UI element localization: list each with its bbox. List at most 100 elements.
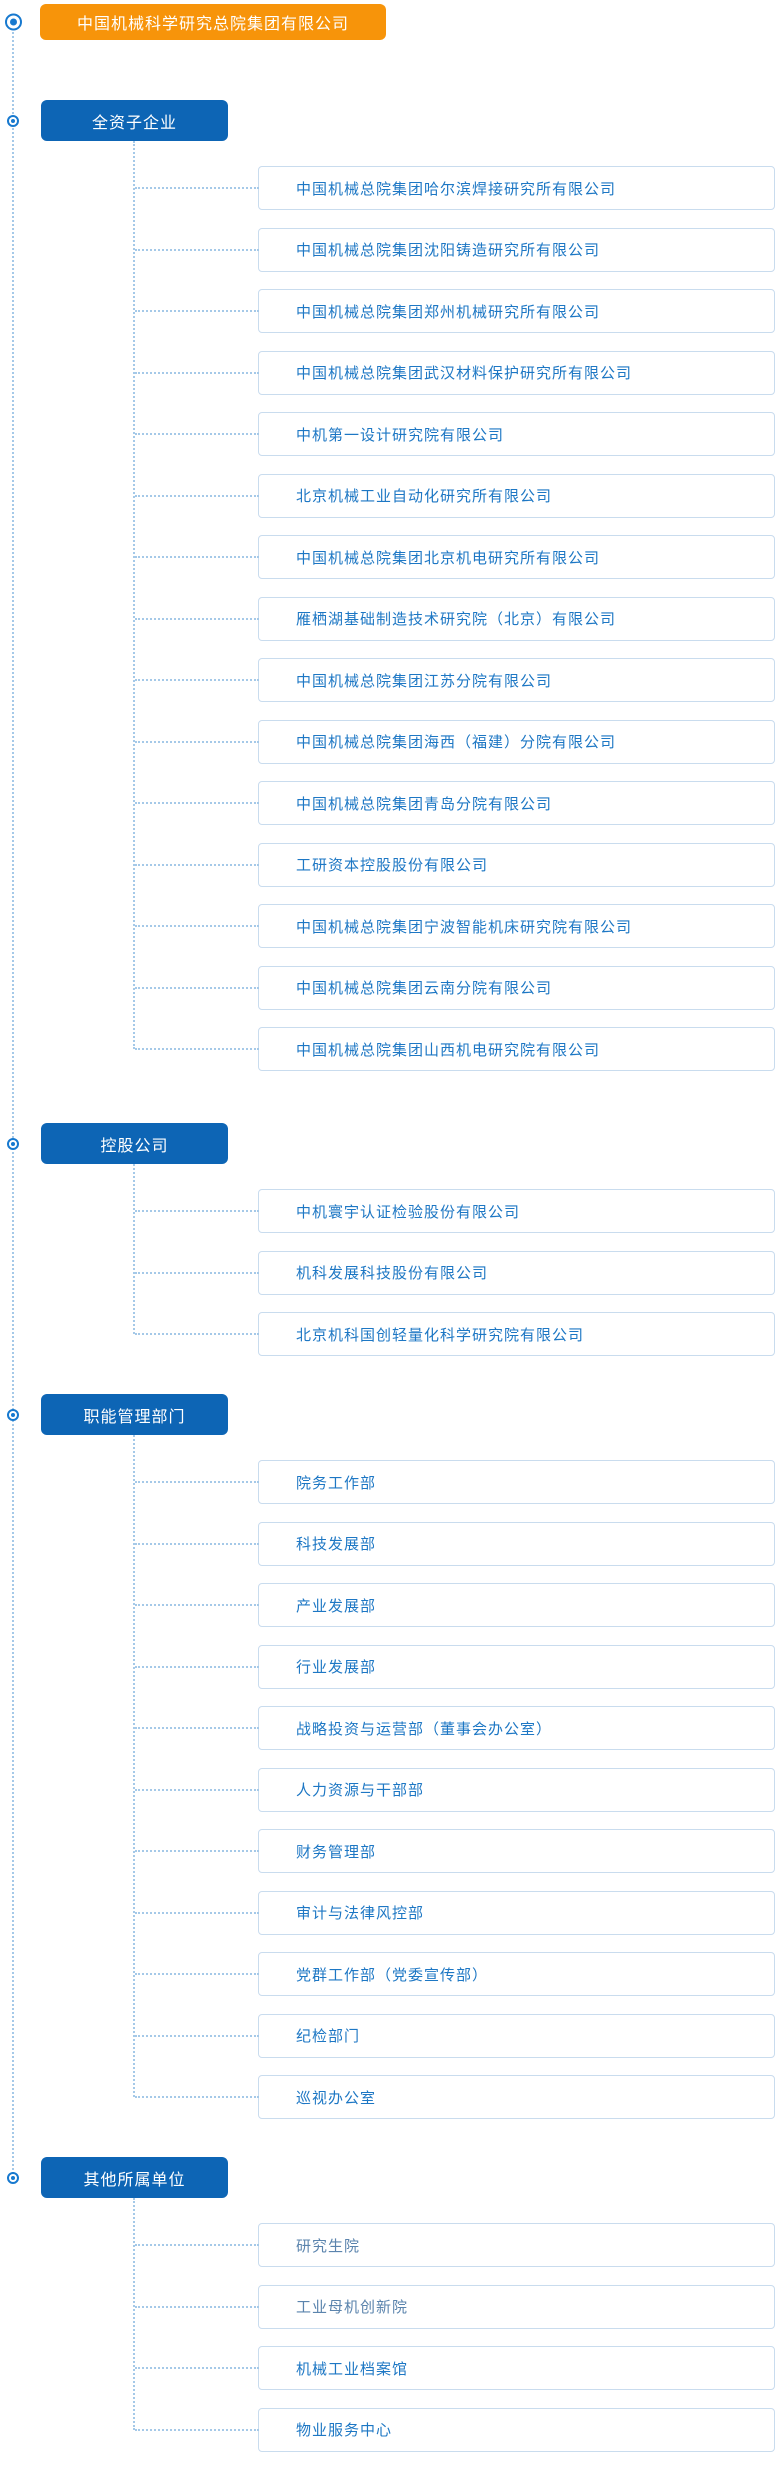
- branch-connector-line: [135, 556, 259, 558]
- org-unit-box: 纪检部门: [135, 2013, 775, 2058]
- org-unit-box: 党群工作部（党委宣传部）: [135, 1952, 775, 1996]
- branch-connector-line: [135, 1048, 259, 1050]
- org-unit-label: 中国机械总院集团海西（福建）分院有限公司: [296, 734, 617, 751]
- branch-connector-line: [135, 925, 259, 927]
- vertical-connector-line: [133, 1435, 135, 2097]
- category-box: 职能管理部门: [41, 1394, 228, 1435]
- branch-connector-line: [135, 433, 259, 435]
- org-unit-label: 行业发展部: [296, 1659, 377, 1676]
- bullseye-icon: [5, 13, 22, 31]
- org-unit-box: 工研资本控股股份有限公司: [135, 842, 775, 887]
- category-row: 控股公司: [0, 1123, 779, 1334]
- root-org-title: 中国机械科学研究总院集团有限公司: [76, 16, 349, 33]
- org-unit-label: 巡视办公室: [296, 2089, 377, 2107]
- item-list: 中国机械总院集团哈尔滨焊接研究所有限公司 中国机械总院集团沈阳铸造研究所有限公司…: [135, 166, 775, 1071]
- org-unit-box: 中国机械总院集团北京机电研究所有限公司: [135, 535, 775, 579]
- branch-connector-line: [135, 187, 259, 189]
- org-unit-box: 机械工业档案馆: [135, 2346, 775, 2390]
- org-unit-box: 机科发展科技股份有限公司: [135, 1250, 775, 1295]
- branch-connector-line: [135, 2034, 259, 2037]
- org-unit-box: 中国机械总院集团沈阳铸造研究所有限公司: [135, 227, 775, 272]
- org-unit-label: 北京机科国创轻量化科学研究院有限公司: [296, 1326, 585, 1344]
- vertical-connector-line: [133, 2198, 135, 2430]
- category-box: 其他所属单位: [41, 2157, 228, 2198]
- category-row: 全资子企业: [0, 100, 779, 1049]
- org-unit-box: 中国机械总院集团郑州机械研究所有限公司: [135, 289, 775, 333]
- branch-connector-line: [135, 1850, 259, 1852]
- org-unit-label: 中国机械总院集团云南分院有限公司: [296, 980, 553, 997]
- org-unit-label: 中国机械总院集团沈阳铸造研究所有限公司: [296, 242, 601, 259]
- org-unit-box: 人力资源与干部部: [135, 1767, 775, 1812]
- branch-connector-line: [135, 679, 259, 681]
- branch-connector-line: [135, 1665, 259, 1668]
- org-unit-label: 中国机械总院集团山西机电研究院有限公司: [296, 1041, 601, 1059]
- org-unit-box: 中机第一设计研究院有限公司: [135, 412, 775, 456]
- org-unit-label: 中国机械总院集团郑州机械研究所有限公司: [296, 303, 601, 321]
- org-unit-label: 雁栖湖基础制造技术研究院（北京）有限公司: [296, 611, 617, 628]
- org-unit-box: 中国机械总院集团武汉材料保护研究所有限公司: [135, 350, 775, 395]
- branch-connector-line: [135, 740, 259, 743]
- bullseye-icon: [7, 114, 19, 127]
- org-unit-label: 中国机械总院集团青岛分院有限公司: [296, 795, 553, 813]
- branch-connector-line: [135, 1973, 259, 1975]
- org-unit-label: 工研资本控股股份有限公司: [296, 857, 489, 874]
- category-box: 控股公司: [41, 1123, 228, 1164]
- org-unit-box: 战略投资与运营部（董事会办公室）: [135, 1706, 775, 1750]
- org-unit-box: 巡视办公室: [135, 2075, 775, 2119]
- org-unit-label: 中国机械总院集团北京机电研究所有限公司: [296, 549, 601, 567]
- branch-connector-line: [135, 1911, 259, 1914]
- root-org-box: 中国机械科学研究总院集团有限公司: [40, 4, 386, 40]
- org-unit-label: 机科发展科技股份有限公司: [296, 1265, 489, 1282]
- org-unit-box: 北京机科国创轻量化科学研究院有限公司: [135, 1312, 775, 1356]
- bullseye-dot-icon: [11, 2175, 15, 2180]
- branch-connector-line: [135, 986, 259, 989]
- branch-connector-line: [135, 2428, 259, 2431]
- org-unit-box: 产业发展部: [135, 1583, 775, 1627]
- branch-connector-line: [135, 1727, 259, 1729]
- vertical-connector-line: [133, 141, 135, 1049]
- branch-connector-line: [135, 1333, 259, 1335]
- category-box: 全资子企业: [41, 100, 228, 141]
- item-list: 院务工作部 科技发展部 产业发展部 行业发展部 战略投资与运营部（董事会办公室）…: [135, 1460, 775, 2119]
- branch-connector-line: [135, 2244, 259, 2246]
- org-unit-label: 中国机械总院集团哈尔滨焊接研究所有限公司: [296, 180, 617, 198]
- bullseye-dot-icon: [11, 1412, 15, 1417]
- org-unit-label: 产业发展部: [296, 1597, 377, 1615]
- org-unit-label: 中国机械总院集团宁波智能机床研究院有限公司: [296, 918, 633, 936]
- org-unit-label: 物业服务中心: [296, 2422, 393, 2439]
- org-unit-box: 中国机械总院集团哈尔滨焊接研究所有限公司: [135, 166, 775, 210]
- org-unit-box: 中国机械总院集团江苏分院有限公司: [135, 658, 775, 702]
- category-label: 全资子企业: [91, 114, 177, 132]
- item-list: 研究生院 工业母机创新院 机械工业档案馆 物业服务中心: [135, 2223, 775, 2452]
- org-unit-box: 科技发展部: [135, 1521, 775, 1566]
- org-unit-label: 战略投资与运营部（董事会办公室）: [296, 1720, 553, 1738]
- branch-connector-line: [135, 1481, 259, 1483]
- org-unit-box: 中机寰宇认证检验股份有限公司: [135, 1189, 775, 1233]
- bullseye-icon: [7, 1137, 19, 1150]
- bullseye-icon: [7, 2171, 19, 2184]
- org-unit-box: 雁栖湖基础制造技术研究院（北京）有限公司: [135, 596, 775, 641]
- org-unit-label: 人力资源与干部部: [296, 1782, 425, 1799]
- branch-connector-line: [135, 802, 259, 804]
- org-unit-label: 中国机械总院集团武汉材料保护研究所有限公司: [296, 365, 633, 382]
- category-label: 职能管理部门: [83, 1408, 186, 1426]
- branch-connector-line: [135, 371, 259, 374]
- org-unit-box: 行业发展部: [135, 1644, 775, 1689]
- root-row: 中国机械科学研究总院集团有限公司: [0, 4, 779, 40]
- branch-connector-line: [135, 1788, 259, 1791]
- org-group: 其他所属单位 研究生院 工业母机创新院 机械工业档案馆 物业服务中心: [0, 2157, 779, 2452]
- category-row: 其他所属单位: [0, 2157, 779, 2430]
- category-label: 控股公司: [100, 1137, 169, 1155]
- org-groups: 全资子企业 中国机械总院集团哈尔滨焊接研究所有限公司 中国机械总院集团沈阳铸造研…: [0, 100, 779, 2452]
- bullseye-dot-icon: [11, 118, 15, 123]
- branch-connector-line: [135, 248, 259, 251]
- org-unit-label: 纪检部门: [296, 2028, 361, 2045]
- org-unit-label: 党群工作部（党委宣传部）: [296, 1966, 489, 1984]
- org-unit-box: 北京机械工业自动化研究所有限公司: [135, 473, 775, 518]
- org-group: 全资子企业 中国机械总院集团哈尔滨焊接研究所有限公司 中国机械总院集团沈阳铸造研…: [0, 100, 779, 1071]
- org-unit-box: 研究生院: [135, 2223, 775, 2267]
- branch-connector-line: [135, 617, 259, 620]
- org-unit-box: 物业服务中心: [135, 2407, 775, 2452]
- branch-connector-line: [135, 310, 259, 312]
- branch-connector-line: [135, 2096, 259, 2098]
